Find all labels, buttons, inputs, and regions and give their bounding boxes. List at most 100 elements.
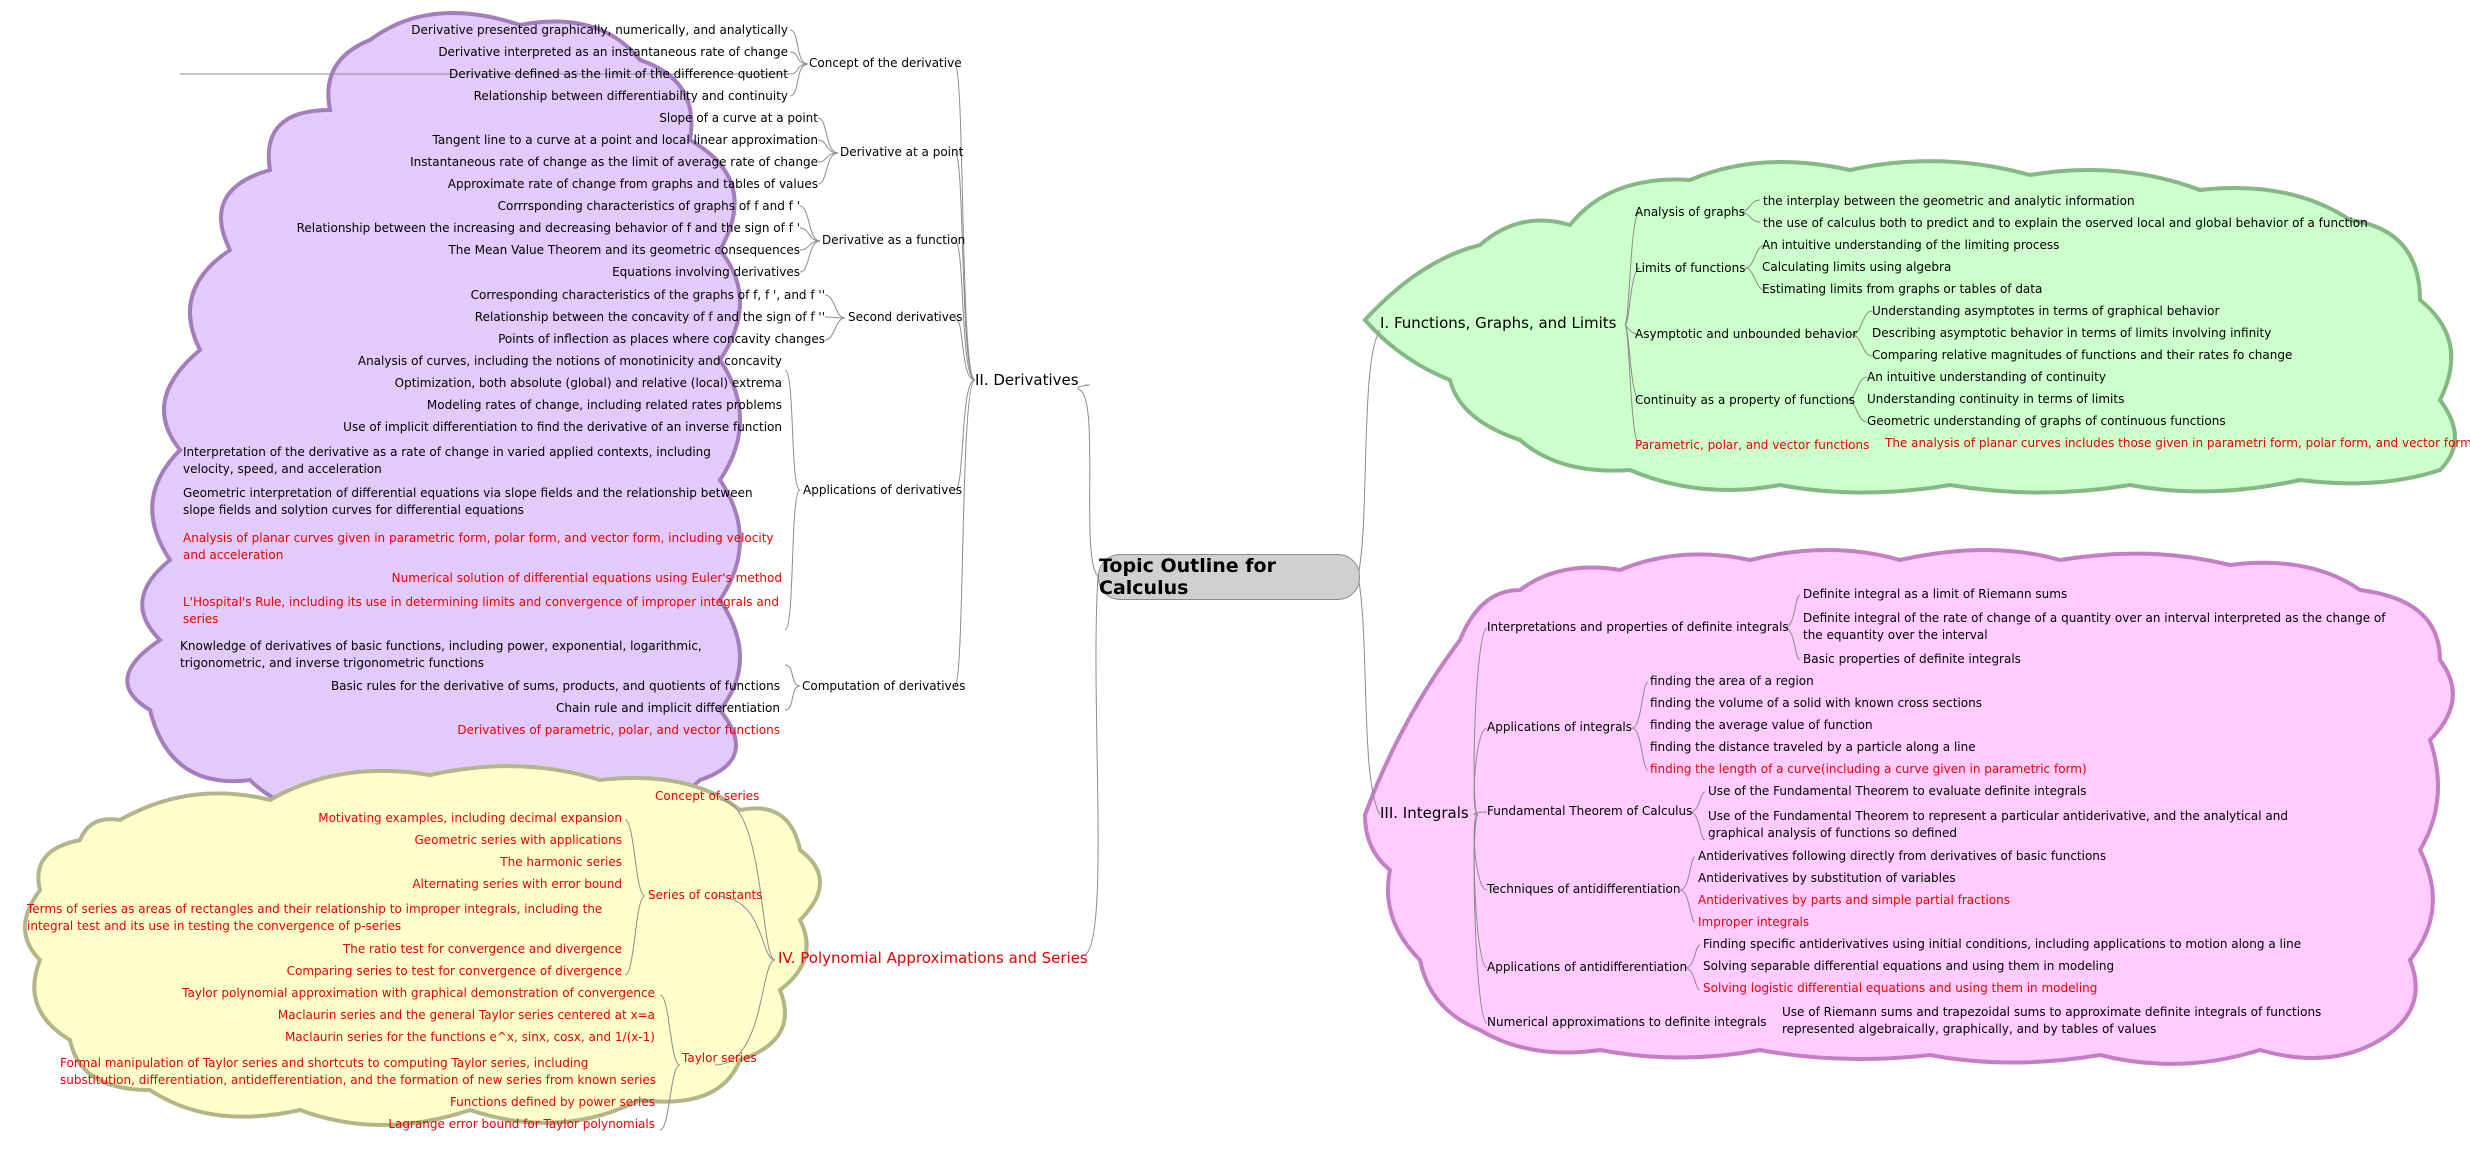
leaf[interactable]: Calculating limits using algebra (1762, 260, 1952, 274)
leaf[interactable]: Terms of series as areas of rectangles a… (27, 902, 603, 933)
leaf[interactable]: Approximate rate of change from graphs a… (447, 177, 818, 191)
node-continuity[interactable]: Continuity as a property of functions (1635, 393, 1855, 407)
leaf[interactable]: the interplay between the geometric and … (1763, 194, 2135, 208)
leaf[interactable]: Basic properties of definite integrals (1803, 652, 2021, 666)
leaf[interactable]: Geometric interpretation of differential… (183, 486, 753, 517)
leaf[interactable]: Use of the Fundamental Theorem to repres… (1708, 809, 2288, 840)
leaf[interactable]: Maclaurin series and the general Taylor … (277, 1008, 655, 1022)
node-concept-of-derivative[interactable]: Concept of the derivative (809, 56, 962, 70)
leaf[interactable]: Describing asymptotic behavior in terms … (1872, 326, 2272, 340)
node-limits-of-functions[interactable]: Limits of functions (1635, 261, 1746, 275)
node-applications-of-derivatives[interactable]: Applications of derivatives (803, 483, 962, 497)
leaf[interactable]: Comparing relative magnitudes of functio… (1872, 348, 2293, 362)
node-series-of-constants[interactable]: Series of constants (648, 888, 763, 902)
leaf[interactable]: Geometric series with applications (414, 833, 622, 847)
leaf[interactable]: Knowledge of derivatives of basic functi… (180, 639, 702, 670)
leaf[interactable]: Maclaurin series for the functions e^x, … (284, 1030, 655, 1044)
leaf[interactable]: Analysis of curves, including the notion… (357, 354, 782, 368)
central-topic[interactable]: Topic Outline for Calculus (1098, 554, 1360, 600)
leaf[interactable]: Modeling rates of change, including rela… (426, 398, 782, 412)
leaf[interactable]: Functions defined by power series (449, 1095, 655, 1109)
leaf[interactable]: Optimization, both absolute (global) and… (394, 376, 782, 390)
leaf[interactable]: finding the average value of function (1650, 718, 1873, 732)
leaf[interactable]: Use of the Fundamental Theorem to evalua… (1708, 784, 2087, 798)
node-numerical-approximations[interactable]: Numerical approximations to definite int… (1487, 1015, 1767, 1029)
leaf[interactable]: Estimating limits from graphs or tables … (1762, 282, 2043, 296)
node-asymptotic-behavior[interactable]: Asymptotic and unbounded behavior (1635, 327, 1858, 341)
leaf[interactable]: Alternating series with error bound (412, 877, 622, 891)
node-interpretations[interactable]: Interpretations and properties of defini… (1487, 620, 1789, 634)
leaf[interactable]: Antiderivatives by substitution of varia… (1698, 871, 1956, 885)
leaf[interactable]: Equations involving derivatives (612, 265, 800, 279)
leaf[interactable]: Corresponding characteristics of the gra… (470, 288, 825, 302)
node-applications-of-integrals[interactable]: Applications of integrals (1487, 720, 1633, 734)
leaf[interactable]: L'Hospital's Rule, including its use in … (183, 595, 779, 626)
node-concept-of-series[interactable]: Concept of series (655, 789, 760, 803)
node-ftc[interactable]: Fundamental Theorem of Calculus (1487, 804, 1693, 818)
node-derivative-as-function[interactable]: Derivative as a function (822, 233, 966, 247)
leaf[interactable]: Antiderivatives by parts and simple part… (1698, 893, 2010, 907)
leaf[interactable]: finding the area of a region (1650, 674, 1814, 688)
node-parametric-functions[interactable]: Parametric, polar, and vector functions (1635, 438, 1870, 452)
leaf[interactable]: Relationship between differentiability a… (473, 89, 788, 103)
branch-derivatives[interactable]: II. Derivatives (975, 371, 1079, 389)
leaf[interactable]: Taylor polynomial approximation with gra… (182, 986, 655, 1000)
leaf[interactable]: Use of implicit differentiation to find … (343, 420, 782, 434)
leaf[interactable]: Antiderivatives following directly from … (1698, 849, 2107, 863)
integrals-cloud (1362, 548, 2455, 1066)
leaf[interactable]: Derivatives of parametric, polar, and ve… (457, 723, 780, 737)
node-derivative-at-point[interactable]: Derivative at a point (840, 145, 964, 159)
leaf[interactable]: Analysis of planar curves given in param… (183, 531, 774, 562)
node-second-derivatives[interactable]: Second derivatives (848, 310, 963, 324)
leaf[interactable]: Improper integrals (1698, 915, 1810, 929)
leaf[interactable]: Lagrange error bound for Taylor polynomi… (388, 1117, 655, 1131)
leaf[interactable]: An intuitive understanding of continuity (1867, 370, 2106, 384)
leaf[interactable]: Finding specific antiderivatives using i… (1703, 937, 2302, 951)
leaf[interactable]: Derivative defined as the limit of the d… (448, 67, 788, 81)
leaf[interactable]: Basic rules for the derivative of sums, … (330, 679, 780, 693)
leaf[interactable]: Instantaneous rate of change as the limi… (410, 155, 818, 169)
leaf[interactable]: Use of Riemann sums and trapezoidal sums… (1782, 1005, 2322, 1036)
leaf[interactable]: Interpretation of the derivative as a ra… (183, 445, 711, 476)
leaf[interactable]: Definite integral as a limit of Riemann … (1803, 587, 2068, 601)
leaf[interactable]: Points of inflection as places where con… (498, 332, 825, 346)
leaf[interactable]: Relationship between the increasing and … (296, 221, 800, 235)
branch-integrals[interactable]: III. Integrals (1380, 804, 1469, 822)
leaf[interactable]: Definite integral of the rate of change … (1803, 611, 2386, 642)
functions-cloud (1362, 159, 2457, 495)
leaf[interactable]: Numerical solution of differential equat… (391, 571, 782, 585)
leaf[interactable]: finding the length of a curve(including … (1650, 762, 2087, 776)
node-taylor-series[interactable]: Taylor series (682, 1051, 757, 1065)
node-analysis-of-graphs[interactable]: Analysis of graphs (1635, 205, 1746, 219)
leaf[interactable]: An intuitive understanding of the limiti… (1762, 238, 2060, 252)
node-anti-applications[interactable]: Applications of antidifferentiation (1487, 960, 1688, 974)
leaf[interactable]: Geometric understanding of graphs of con… (1867, 414, 2226, 428)
leaf[interactable]: Relationship between the concavity of f … (474, 310, 825, 324)
leaf[interactable]: Tangent line to a curve at a point and l… (432, 133, 818, 147)
leaf[interactable]: Solving separable differential equations… (1703, 959, 2115, 973)
leaf[interactable]: finding the distance traveled by a parti… (1650, 740, 1976, 754)
leaf[interactable]: The analysis of planar curves includes t… (1885, 436, 2470, 450)
leaf[interactable]: The harmonic series (500, 855, 622, 869)
branch-functions[interactable]: I. Functions, Graphs, and Limits (1380, 314, 1617, 332)
leaf[interactable]: Corrrsponding characteristics of graphs … (497, 199, 800, 213)
leaf[interactable]: The ratio test for convergence and diver… (342, 942, 622, 956)
node-computation-of-derivatives[interactable]: Computation of derivatives (802, 679, 966, 693)
leaf[interactable]: Comparing series to test for convergence… (286, 964, 622, 978)
node-techniques[interactable]: Techniques of antidifferentiation (1487, 882, 1681, 896)
leaf[interactable]: The Mean Value Theorem and its geometric… (448, 243, 800, 257)
leaf[interactable]: Understanding asymptotes in terms of gra… (1872, 304, 2220, 318)
leaf[interactable]: the use of calculus both to predict and … (1763, 216, 2368, 230)
leaf[interactable]: Formal manipulation of Taylor series and… (60, 1056, 657, 1087)
leaf[interactable]: Motivating examples, including decimal e… (318, 811, 622, 825)
series-cloud (23, 764, 822, 1127)
leaf[interactable]: Chain rule and implicit differentiation (556, 701, 780, 715)
leaf[interactable]: Solving logistic differential equations … (1703, 981, 2098, 995)
leaf[interactable]: Derivative interpreted as an instantaneo… (438, 45, 788, 59)
leaf[interactable]: Understanding continuity in terms of lim… (1867, 392, 2125, 406)
branch-series[interactable]: IV. Polynomial Approximations and Series (778, 949, 1088, 967)
leaf[interactable]: finding the volume of a solid with known… (1650, 696, 1982, 710)
leaf[interactable]: Slope of a curve at a point (659, 111, 818, 125)
leaf[interactable]: Derivative presented graphically, numeri… (411, 23, 788, 37)
